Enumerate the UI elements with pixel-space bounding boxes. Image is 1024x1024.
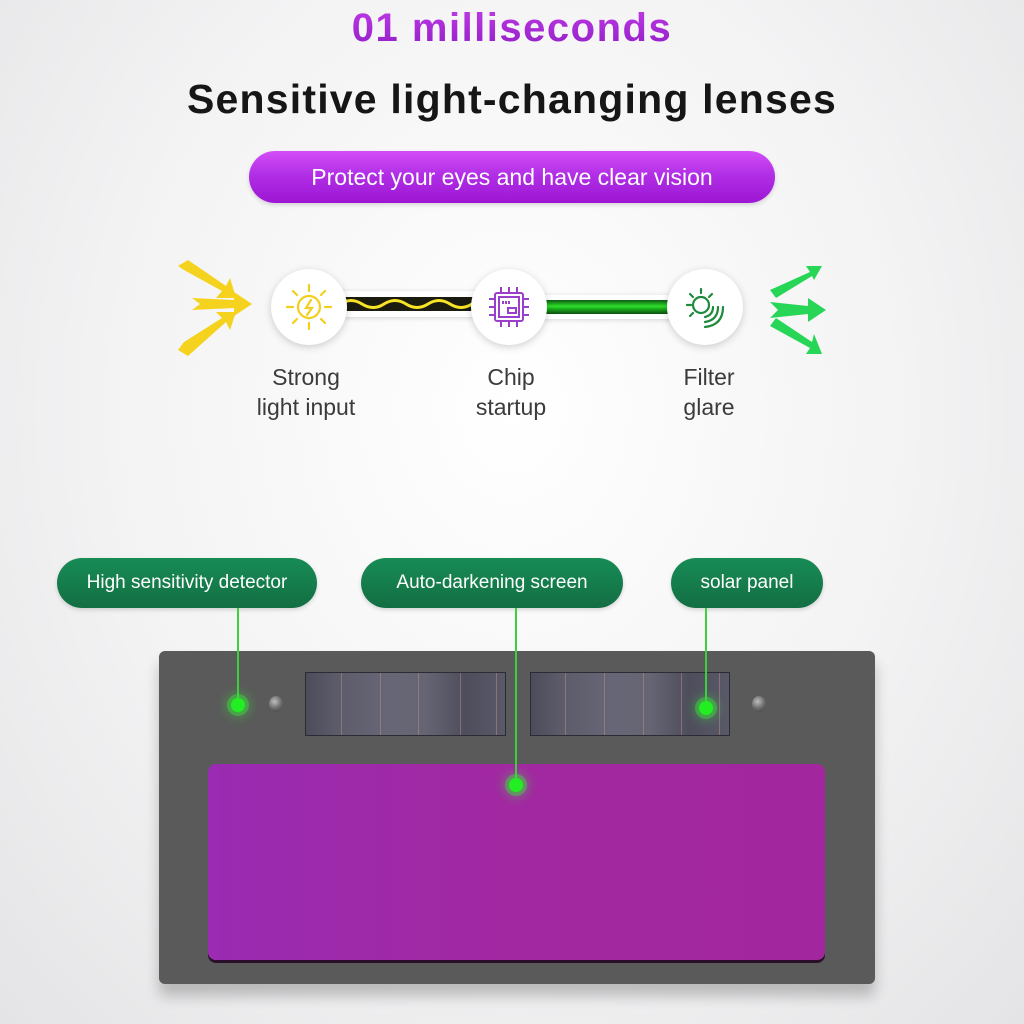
- indicator-dot-detector: [231, 698, 245, 712]
- subtitle-pill-label: Protect your eyes and have clear vision: [311, 163, 713, 190]
- auto-darkening-screen: [208, 764, 825, 960]
- step-node-light-input: [271, 269, 347, 345]
- callout-solar-panel: solar panel: [671, 558, 823, 608]
- headline: 01 milliseconds: [0, 6, 1024, 51]
- leader-line-solar: [705, 608, 707, 708]
- filter-glare-icon: [685, 287, 725, 329]
- caption-line: light input: [256, 394, 356, 420]
- solar-cell-right: [530, 672, 730, 736]
- page-title: Sensitive light-changing lenses: [186, 76, 838, 122]
- light-sensor-left: [269, 696, 283, 712]
- signal-bar-green: [540, 295, 675, 319]
- step-caption-light-input: Strong light input: [226, 362, 386, 422]
- leader-line-screen: [515, 608, 517, 785]
- caption-line: glare: [683, 394, 735, 420]
- sun-bolt-icon: [285, 283, 333, 331]
- caption-line: Chip: [487, 364, 535, 390]
- callout-label: High sensitivity detector: [86, 572, 288, 593]
- step-caption-filter-glare: Filter glare: [629, 362, 789, 422]
- step-node-filter-glare: [667, 269, 743, 345]
- callout-high-sensitivity-detector: High sensitivity detector: [57, 558, 317, 608]
- subtitle-pill: Protect your eyes and have clear vision: [249, 151, 775, 203]
- callout-label: Auto-darkening screen: [396, 572, 588, 593]
- solar-cell-left: [305, 672, 506, 736]
- light-sensor-right: [752, 696, 766, 712]
- callout-auto-darkening-screen: Auto-darkening screen: [361, 558, 623, 608]
- callout-label: solar panel: [700, 572, 794, 593]
- step-caption-chip-startup: Chip startup: [431, 362, 591, 422]
- caption-line: Strong: [272, 364, 340, 390]
- input-light-arrows-icon: [178, 260, 252, 356]
- chip-icon: [489, 287, 529, 327]
- caption-line: startup: [475, 394, 547, 420]
- step-node-chip-startup: [471, 269, 547, 345]
- signal-bar-yellow: [340, 291, 475, 317]
- wave-icon: [340, 299, 473, 309]
- leader-line-detector: [237, 608, 239, 705]
- indicator-dot-screen: [509, 778, 523, 792]
- caption-line: Filter: [683, 364, 735, 390]
- indicator-dot-solar: [699, 701, 713, 715]
- output-light-arrows-icon: [770, 266, 826, 354]
